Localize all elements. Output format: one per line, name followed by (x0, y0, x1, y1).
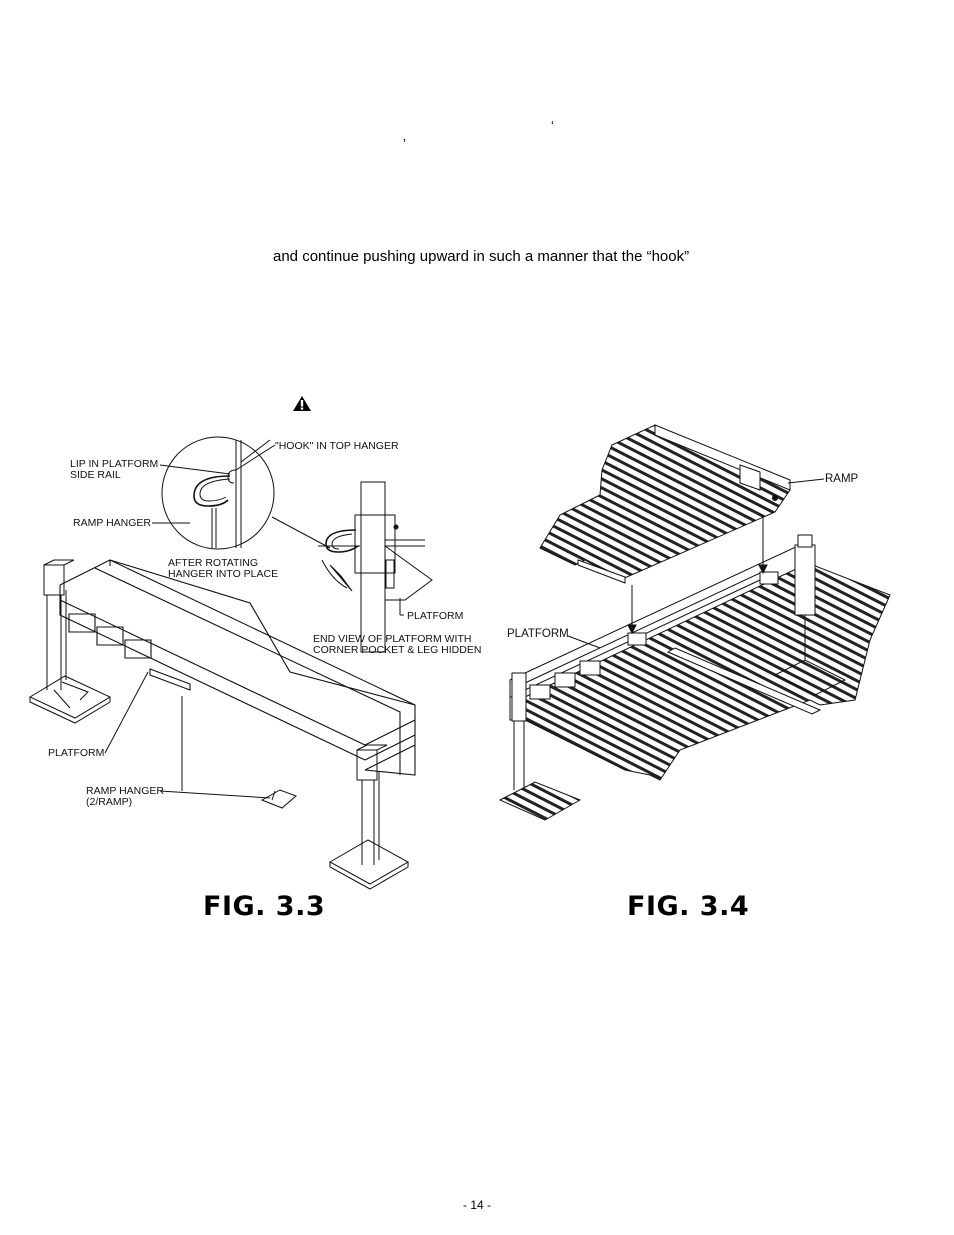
warning-triangle-icon (293, 396, 311, 411)
quote-mark: ‘ (551, 118, 554, 133)
label-ramp: RAMP (825, 473, 859, 485)
ramp-body (540, 425, 790, 580)
label-platform-end: PLATFORM (407, 610, 464, 622)
page-number: - 14 - (463, 1198, 492, 1212)
label-platform-3-3: PLATFORM (48, 747, 105, 759)
ramp-hanger-part (262, 790, 296, 808)
detail-circle (162, 437, 274, 549)
instruction-text: and continue pushing upward in such a ma… (273, 248, 690, 265)
platform-body (525, 560, 890, 780)
label-platform-3-4: PLATFORM (507, 628, 569, 640)
label-hook-top-hanger: "HOOK" IN TOP HANGER (275, 440, 399, 452)
apostrophe-mark: ’ (403, 136, 406, 151)
rotation-arrow (330, 565, 352, 591)
label-end-view: END VIEW OF PLATFORM WITH CORNER POCKET … (313, 633, 482, 656)
label-after-rotating: AFTER ROTATING HANGER INTO PLACE (168, 557, 279, 580)
detail-circle-contents (194, 440, 270, 548)
label-ramp-hanger-qty: RAMP HANGER (2/RAMP) (86, 785, 164, 808)
fig-3-3-caption: FIG. 3.3 (203, 891, 326, 922)
platform-3-3 (60, 560, 415, 775)
left-post (30, 560, 110, 723)
fig-3-4-caption: FIG. 3.4 (627, 891, 750, 922)
label-ramp-hanger: RAMP HANGER (73, 517, 151, 529)
right-post (330, 745, 408, 889)
end-view-post (318, 482, 432, 652)
label-lip-platform: LIP IN PLATFORM SIDE RAIL (70, 458, 159, 481)
